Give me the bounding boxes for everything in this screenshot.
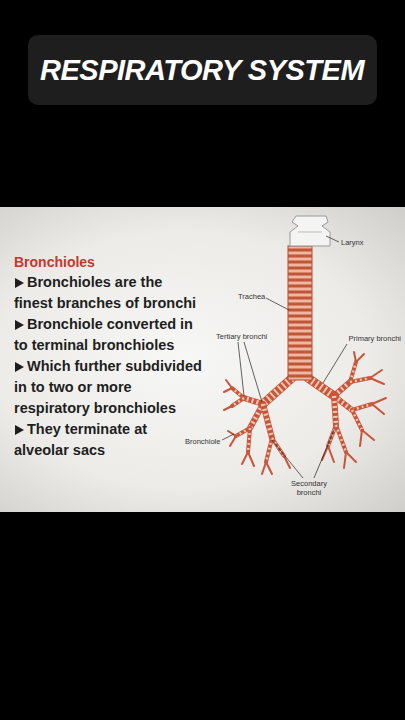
bronchus-rings (232, 388, 244, 398)
leader-line (326, 236, 339, 242)
bronchus-branch (362, 430, 374, 440)
leader-line (266, 298, 289, 310)
bronchus-branch (352, 404, 372, 410)
part-label: Tertiary bronchi (216, 332, 267, 341)
leader-line (244, 342, 262, 402)
bronchus-branch (224, 388, 232, 392)
title-banner: RESPIRATORY SYSTEM (28, 35, 377, 105)
larynx-ridge (298, 232, 322, 233)
leader-line (222, 434, 234, 440)
larynx-cartilage (290, 216, 330, 246)
cartilage-ring (288, 279, 312, 282)
bullet-point: Which further subdivided in to two or mo… (14, 356, 204, 419)
bronchus-branch (308, 378, 334, 396)
bronchus-rings (336, 425, 346, 452)
bronchus-branch (248, 428, 250, 452)
bronchus-branch (328, 446, 334, 462)
bronchus-branch (360, 430, 362, 446)
bronchus-branch (248, 452, 254, 466)
leader-line (238, 342, 244, 396)
cartilage-ring (288, 357, 312, 360)
cartilage-ring (288, 327, 312, 330)
cartilage-ring (288, 375, 312, 378)
cartilage-ring (288, 321, 312, 324)
text-column: BronchiolesBronchioles are the finest br… (14, 252, 204, 461)
cartilage-ring (288, 339, 312, 342)
bronchus-rings (334, 382, 350, 396)
bronchus-rings (352, 410, 362, 430)
bronchus-branch (350, 378, 370, 382)
trachea-tube (288, 246, 312, 380)
bronchus-branch (224, 406, 232, 410)
part-label: Bronchiole (185, 437, 220, 446)
cartilage-ring (288, 345, 312, 348)
cartilage-ring (288, 273, 312, 276)
bronchus-branch (226, 380, 232, 388)
bronchus-branch (334, 396, 336, 425)
part-label: Primary bronchi (348, 334, 401, 343)
cartilage-ring (288, 363, 312, 366)
bronchus-branch (232, 388, 244, 398)
bronchus-branch (370, 378, 384, 384)
bronchus-rings (334, 396, 336, 425)
cartilage-ring (288, 285, 312, 288)
bronchus-branch (232, 398, 244, 406)
leader-line (314, 430, 334, 478)
bronchus-rings (308, 378, 334, 396)
bronchus-rings (352, 404, 372, 410)
bronchus-branch (346, 452, 356, 462)
bronchus-branch (242, 452, 248, 464)
cartilage-ring (288, 315, 312, 318)
bronchus-branch (262, 462, 266, 474)
bronchus-rings (232, 398, 244, 406)
cartilage-ring (288, 369, 312, 372)
bullet-point: Bronchiole converted in to terminal bron… (14, 314, 204, 356)
cartilage-ring (288, 255, 312, 258)
cartilage-ring (288, 351, 312, 354)
bullet-point: Bronchioles are the finest branches of b… (14, 272, 204, 314)
bronchus-branch (354, 352, 356, 362)
leader-lines (222, 236, 347, 478)
section-heading: Bronchioles (14, 252, 204, 272)
bronchus-branch (334, 382, 350, 396)
bronchus-branch (263, 378, 292, 404)
bronchus-branch (284, 456, 290, 468)
cartilage-ring (288, 261, 312, 264)
bronchus-branch (266, 462, 272, 474)
leader-line (323, 344, 347, 383)
bronchus-branch (230, 436, 236, 446)
leader-line (272, 440, 303, 478)
bronchus-branch (356, 354, 364, 362)
bronchus-branch (263, 404, 272, 438)
title-text: RESPIRATORY SYSTEM (28, 35, 377, 105)
bronchus-rings (350, 378, 370, 382)
part-label: Larynx (341, 238, 364, 247)
bronchus-branch (336, 425, 346, 452)
bronchus-branch (352, 410, 362, 430)
part-label: Secondary bronchi (287, 479, 331, 497)
cartilage-ring (288, 303, 312, 306)
trachea-rings (288, 250, 312, 376)
part-label: Trachea (238, 292, 265, 301)
cartilage-ring (288, 309, 312, 312)
bronchus-rings (266, 438, 272, 462)
cartilage-ring (288, 333, 312, 336)
cartilage-ring (288, 291, 312, 294)
cartilage-ring (288, 249, 312, 252)
bronchus-branch (372, 398, 386, 404)
bullet-point: They terminate at alveolar sacs (14, 419, 204, 461)
cartilage-ring (288, 297, 312, 300)
bronchus-rings (263, 378, 292, 404)
bronchus-branch (322, 446, 328, 460)
bronchus-rings (263, 404, 272, 438)
bronchus-branch (344, 452, 346, 468)
bronchial-tree (224, 352, 386, 474)
bronchus-rings (248, 428, 250, 452)
bronchus-branch (370, 370, 382, 378)
cartilage-ring (288, 267, 312, 270)
bronchus-branch (266, 438, 272, 462)
bronchus-branch (372, 404, 384, 414)
